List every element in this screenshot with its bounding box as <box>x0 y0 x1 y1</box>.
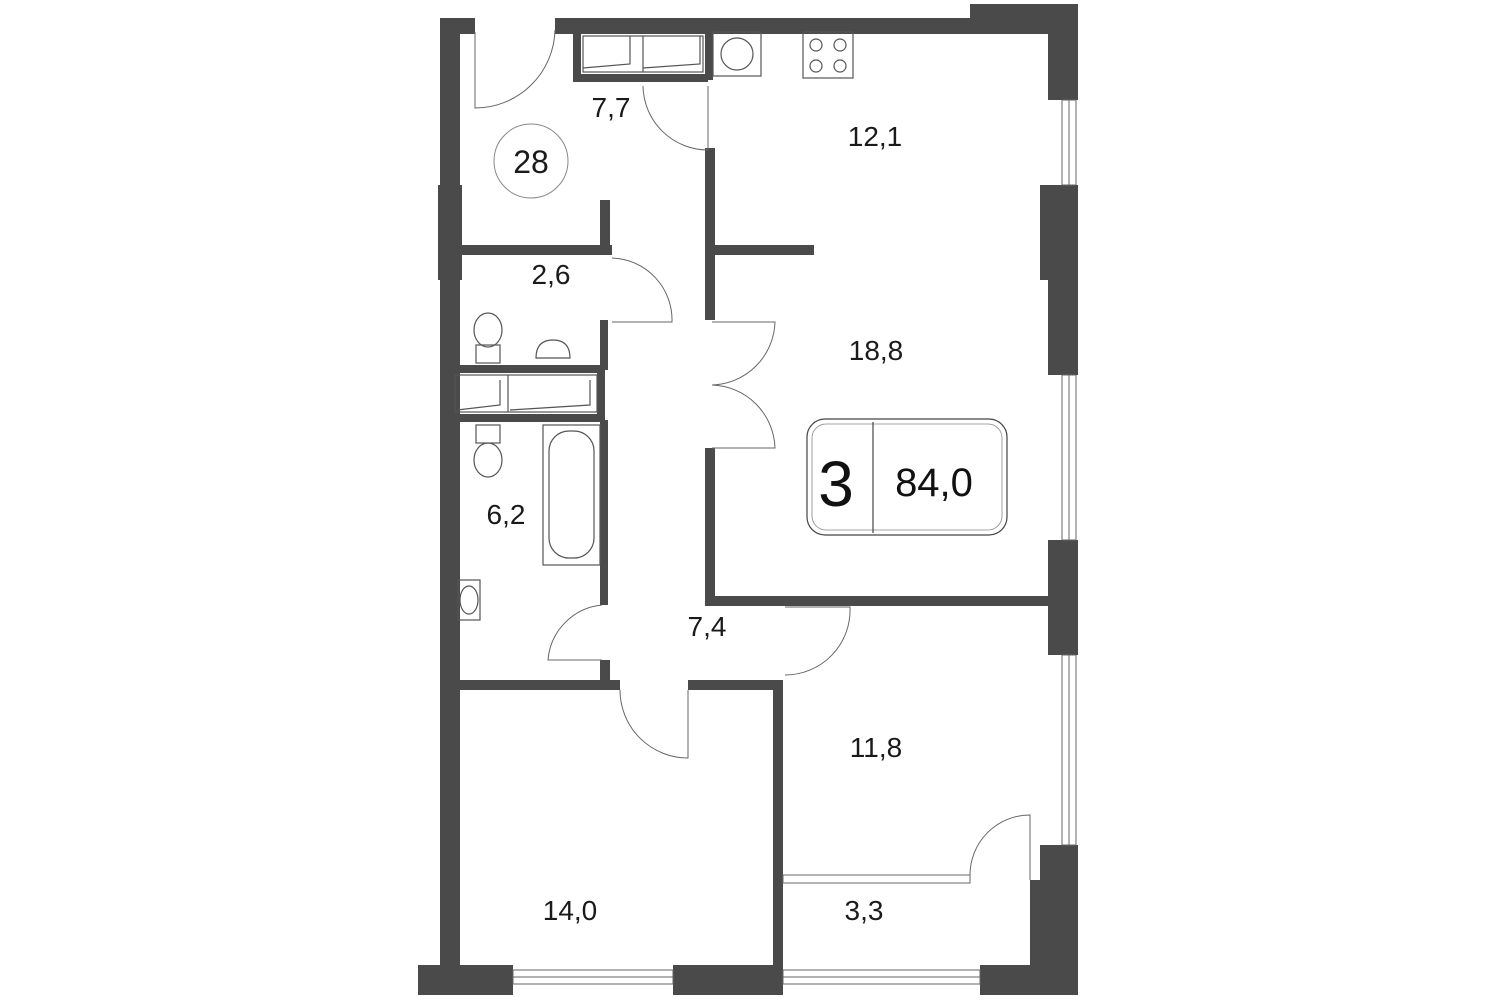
rooms-count: 3 <box>818 448 854 520</box>
toilet-icon <box>475 344 501 364</box>
room-area-corridor: 7,4 <box>688 611 727 642</box>
windows <box>512 99 1077 985</box>
room-area-balcony: 3,3 <box>845 895 884 926</box>
summary-badge: 3 84,0 <box>806 418 1008 536</box>
room-area-bathroom: 6,2 <box>487 499 526 530</box>
room-area-living: 18,8 <box>849 335 904 366</box>
walls <box>418 4 1078 995</box>
room-area-bedroom-left: 14,0 <box>543 895 598 926</box>
toilet-icon-2 <box>475 424 501 444</box>
bathtub-icon <box>542 424 601 566</box>
room-area-kitchen: 12,1 <box>848 121 903 152</box>
apartment-number: 28 <box>513 144 549 180</box>
room-area-hall: 7,7 <box>592 92 631 123</box>
total-area: 84,0 <box>895 461 973 505</box>
apartment-number-circle <box>493 123 569 199</box>
room-area-wc: 2,6 <box>532 259 571 290</box>
room-area-bedroom-right: 11,8 <box>850 732 902 763</box>
doors <box>474 29 1031 880</box>
fixtures <box>454 31 854 621</box>
stove-icon <box>802 31 854 79</box>
